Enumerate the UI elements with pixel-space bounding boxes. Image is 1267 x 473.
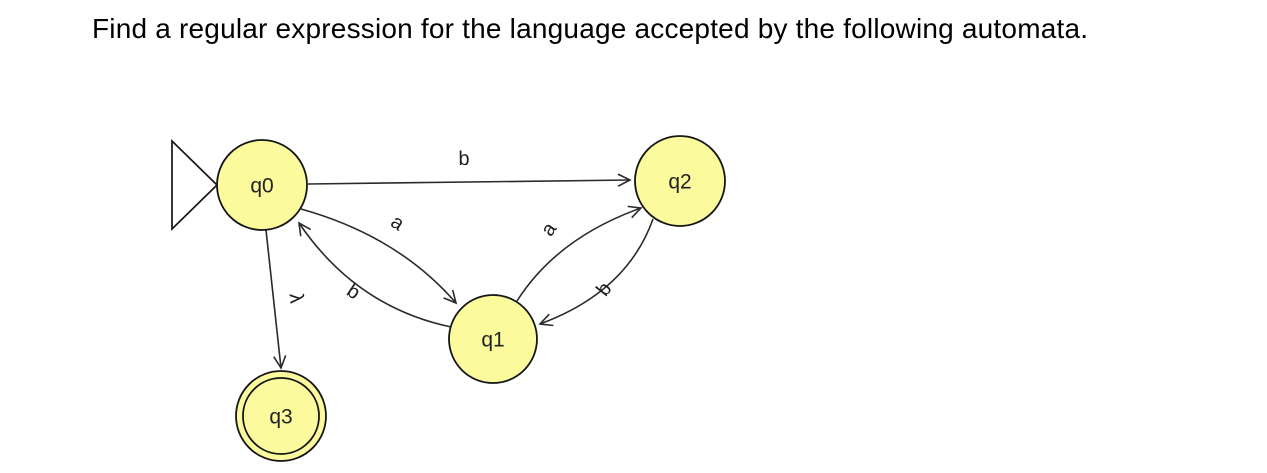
- transition-label-q1-q2: a: [537, 218, 562, 240]
- state-q3: [235, 370, 327, 462]
- transition-label-q0-q1: a: [387, 211, 409, 236]
- state-q1: [448, 294, 538, 384]
- state-q2: [634, 135, 726, 227]
- transition-q0-q2: [307, 173, 632, 187]
- transition-q1-q2: [516, 205, 643, 302]
- state-q0: [216, 139, 308, 231]
- transition-label-q1-q0: b: [343, 280, 364, 305]
- state-label-q3: q3: [269, 406, 292, 429]
- state-q3-accepting-ring: [242, 377, 320, 455]
- state-label-q1: q1: [481, 329, 504, 352]
- transition-label-q0-q2: b: [458, 148, 469, 170]
- transition-q1-q0: [297, 221, 452, 328]
- transition-q0-q3: [265, 229, 287, 370]
- transition-q0-q1: [300, 208, 458, 305]
- transition-q2-q1: [538, 218, 654, 327]
- state-nodes: q0 q1 q2 q3: [171, 135, 726, 462]
- question-text: Find a regular expression for the langua…: [92, 13, 1089, 44]
- transition-label-q0-q3: λ: [285, 292, 308, 304]
- state-label-q0: q0: [250, 175, 273, 198]
- initial-state-marker-q0: [171, 138, 219, 232]
- state-label-q2: q2: [668, 171, 691, 194]
